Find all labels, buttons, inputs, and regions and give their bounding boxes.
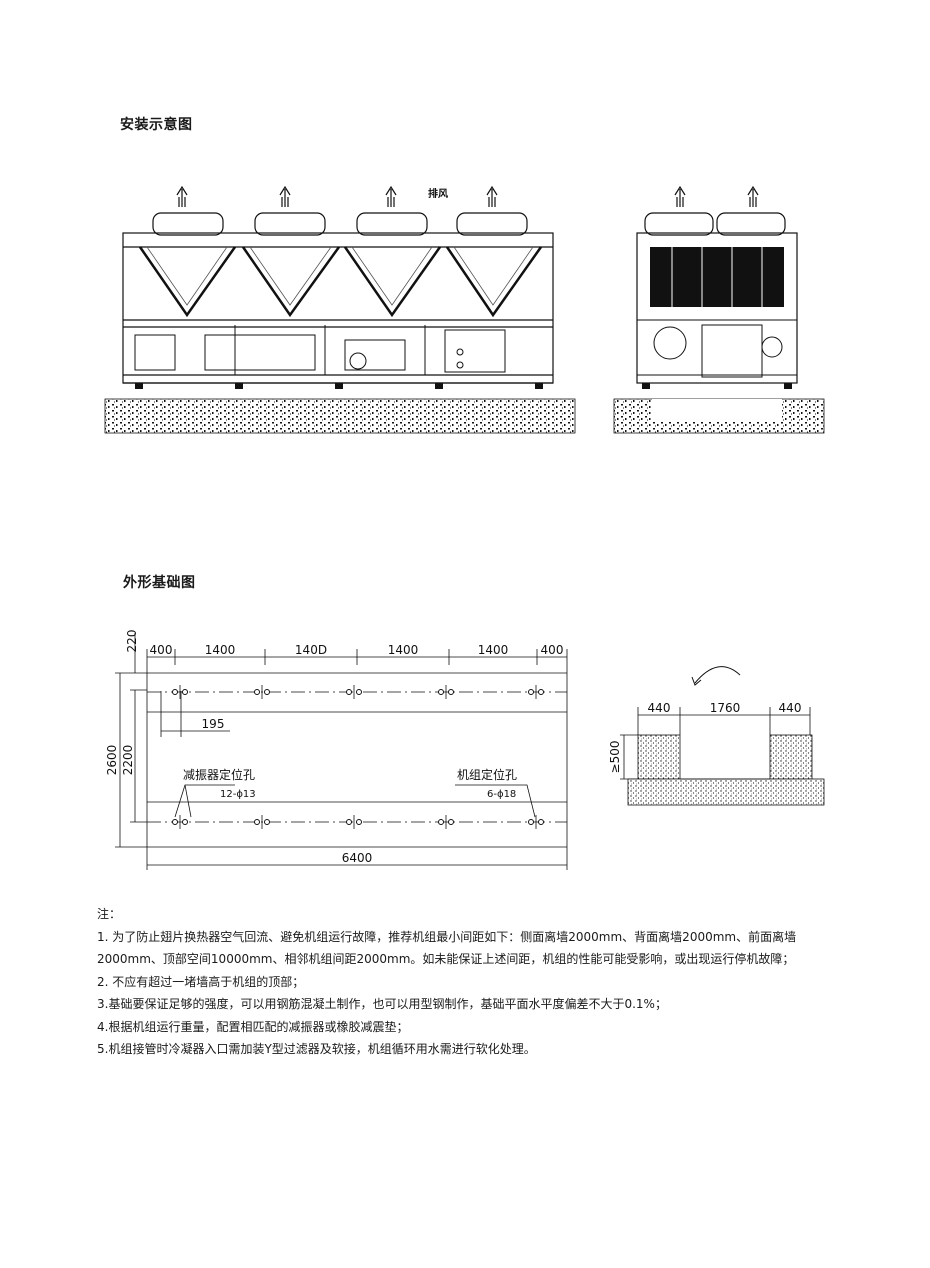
dim-2200: 2200 bbox=[121, 745, 135, 776]
foundation-diagram-title: 外形基础图 bbox=[123, 575, 196, 591]
dim-1400-1: 1400 bbox=[205, 643, 236, 657]
note-line: 4.根据机组运行重量，配置相匹配的减振器或橡胶减震垫； bbox=[97, 1019, 409, 1034]
unit-front-view: 排风 bbox=[104, 185, 576, 434]
dim-depth: ≥500 bbox=[608, 741, 622, 774]
foundation-plan: 400 1400 140D 1400 1400 400 220 2600 220… bbox=[105, 630, 568, 870]
install-diagram-title: 安装示意图 bbox=[120, 117, 193, 133]
dim-195: 195 bbox=[202, 717, 225, 731]
dim-1400-3: 1400 bbox=[388, 643, 419, 657]
note-line: 5.机组接管时冷凝器入口需加装Y型过滤器及软接，机组循环用水需进行软化处理。 bbox=[97, 1042, 536, 1056]
note-line: 2. 不应有超过一堵墙高于机组的顶部； bbox=[97, 974, 305, 989]
dim-2600: 2600 bbox=[105, 745, 119, 776]
dim-440-right: 440 bbox=[779, 701, 802, 715]
notes-heading: 注： bbox=[97, 907, 122, 921]
dim-220: 220 bbox=[125, 630, 139, 653]
damper-hole-spec: 12-ϕ13 bbox=[220, 789, 256, 800]
airflow-label: 排风 bbox=[428, 187, 448, 200]
dim-1400-2: 140D bbox=[295, 643, 327, 657]
dim-400-right: 400 bbox=[541, 643, 564, 657]
dim-6400: 6400 bbox=[342, 851, 373, 865]
note-line: 2000mm、顶部空间10000mm、相邻机组间距2000mm。如未能保证上述间… bbox=[97, 952, 795, 966]
unit-hole-label: 机组定位孔 bbox=[457, 767, 517, 782]
dim-400-left: 400 bbox=[150, 643, 173, 657]
notes-section: 注： 1. 为了防止翅片换热器空气回流、避免机组运行故障，推荐机组最小间距如下：… bbox=[97, 903, 837, 1061]
foundation-section: 440 1760 440 ≥500 bbox=[608, 666, 825, 806]
dim-1400-4: 1400 bbox=[478, 643, 509, 657]
unit-side-view bbox=[613, 185, 825, 434]
unit-hole-spec: 6-ϕ18 bbox=[487, 789, 516, 800]
damper-hole-label: 减振器定位孔 bbox=[183, 767, 255, 782]
note-line: 3.基础要保证足够的强度，可以用钢筋混凝土制作，也可以用型钢制作，基础平面水平度… bbox=[97, 997, 667, 1011]
note-line: 1. 为了防止翅片换热器空气回流、避免机组运行故障，推荐机组最小间距如下：侧面离… bbox=[97, 929, 797, 944]
dim-440-left: 440 bbox=[648, 701, 671, 715]
dim-1760: 1760 bbox=[710, 701, 741, 715]
